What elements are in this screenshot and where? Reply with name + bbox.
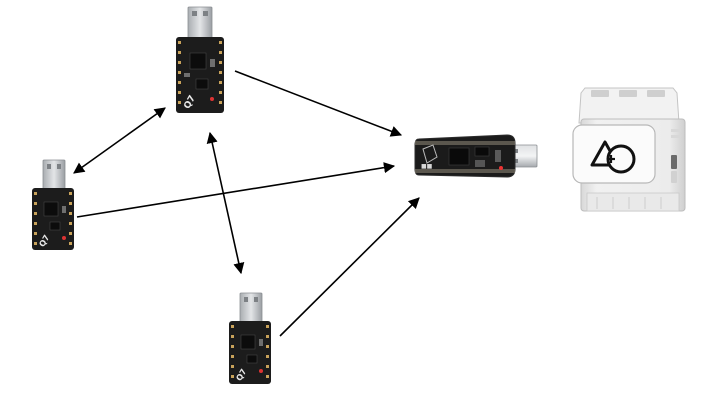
arrow-top-left-bidirectional <box>73 107 166 174</box>
node-bottom: Q7 <box>229 292 271 384</box>
triangle-circle-plus-logo <box>590 140 636 174</box>
usb-connector <box>187 6 213 40</box>
din-rail-module <box>572 87 686 212</box>
arrow-left-to-gateway <box>76 162 396 218</box>
svg-text:■■: ■■ <box>421 163 433 170</box>
node-top: Q7 <box>176 6 224 113</box>
arrow-top-bottom-bidirectional <box>206 131 245 275</box>
node-left: Q7 <box>32 159 74 250</box>
pcb-board <box>32 188 74 250</box>
usb-connector <box>42 159 66 191</box>
pcb-board <box>229 321 271 384</box>
connection-arrows <box>73 70 420 337</box>
gateway-stick: ■■ <box>414 134 538 178</box>
usb-connector <box>239 292 263 324</box>
arrow-top-to-gateway <box>234 70 403 137</box>
pcb-board <box>176 37 224 113</box>
arrow-bottom-to-gateway <box>279 197 420 337</box>
